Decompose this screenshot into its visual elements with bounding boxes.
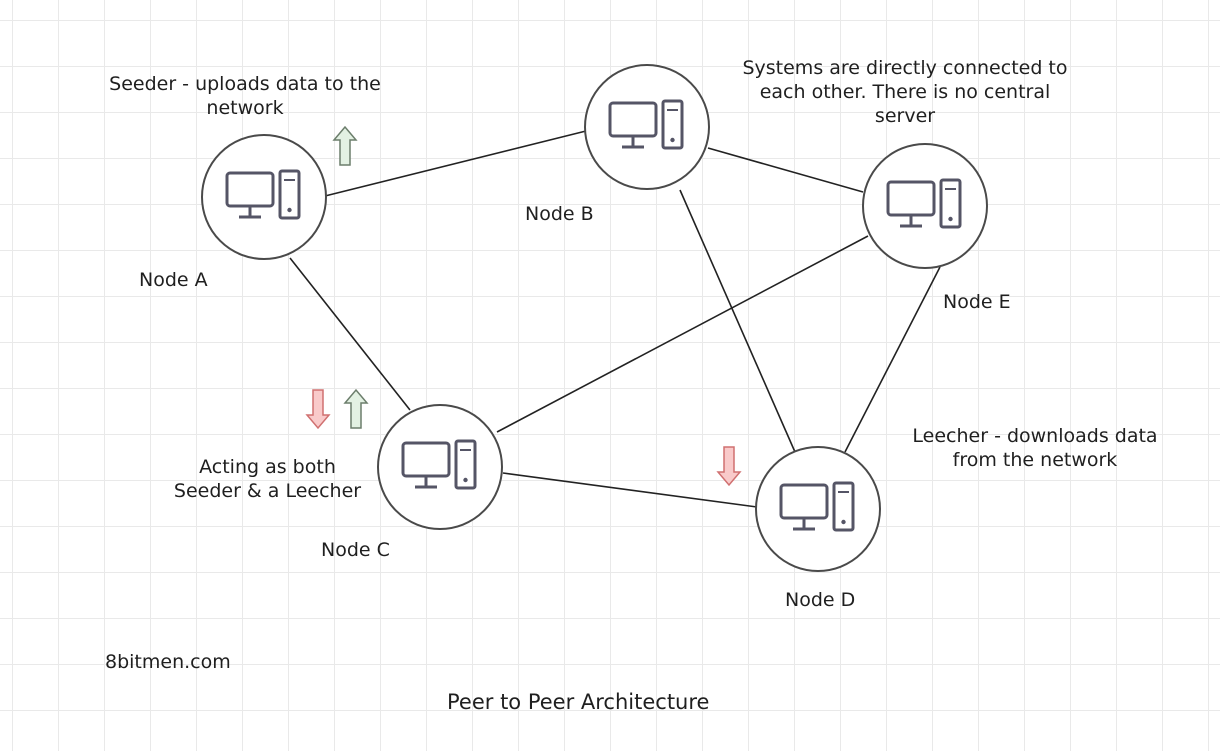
annotation-line: Leecher - downloads data <box>912 425 1158 447</box>
download-arrow-icon <box>306 389 330 429</box>
annotation-line: Systems are directly connected to <box>742 57 1068 79</box>
node-e <box>862 143 988 269</box>
seeder-annotation: Seeder - uploads data to the network <box>80 72 410 120</box>
node-b-label: Node B <box>525 203 594 225</box>
node-e-label: Node E <box>943 291 1011 313</box>
node-a <box>201 134 327 260</box>
edge-c-e <box>496 235 869 433</box>
edge-b-e <box>707 147 864 193</box>
edge-a-b <box>324 130 587 197</box>
node-c-label: Node C <box>321 539 390 561</box>
edge-a-c <box>289 257 411 411</box>
edges <box>289 130 941 508</box>
annotation-line: each other. There is no central <box>759 81 1051 103</box>
upload-arrow-icon <box>344 389 368 429</box>
annotation-line: Seeder - uploads data to the <box>109 73 381 95</box>
annotation-line: network <box>206 97 284 119</box>
node-c <box>377 404 503 530</box>
download-arrow-icon <box>717 446 741 486</box>
upload-arrow-icon <box>333 126 357 166</box>
leecher-annotation: Leecher - downloads data from the networ… <box>880 424 1190 472</box>
source-label: 8bitmen.com <box>105 651 231 673</box>
node-b <box>584 64 710 190</box>
node-d <box>755 446 881 572</box>
annotation-line: from the network <box>952 449 1118 471</box>
annotation-line: server <box>874 105 936 127</box>
edge-b-d <box>679 189 796 453</box>
edge-e-d <box>844 266 941 453</box>
diagram-caption: Peer to Peer Architecture <box>447 690 710 714</box>
node-a-label: Node A <box>139 269 208 291</box>
annotation-line: Acting as both <box>199 456 336 478</box>
edge-c-d <box>502 472 758 508</box>
node-d-label: Node D <box>785 589 856 611</box>
both-annotation: Acting as both Seeder & a Leecher <box>150 455 385 503</box>
annotation-line: Seeder & a Leecher <box>173 480 362 502</box>
systems-annotation: Systems are directly connected to each o… <box>700 56 1110 128</box>
